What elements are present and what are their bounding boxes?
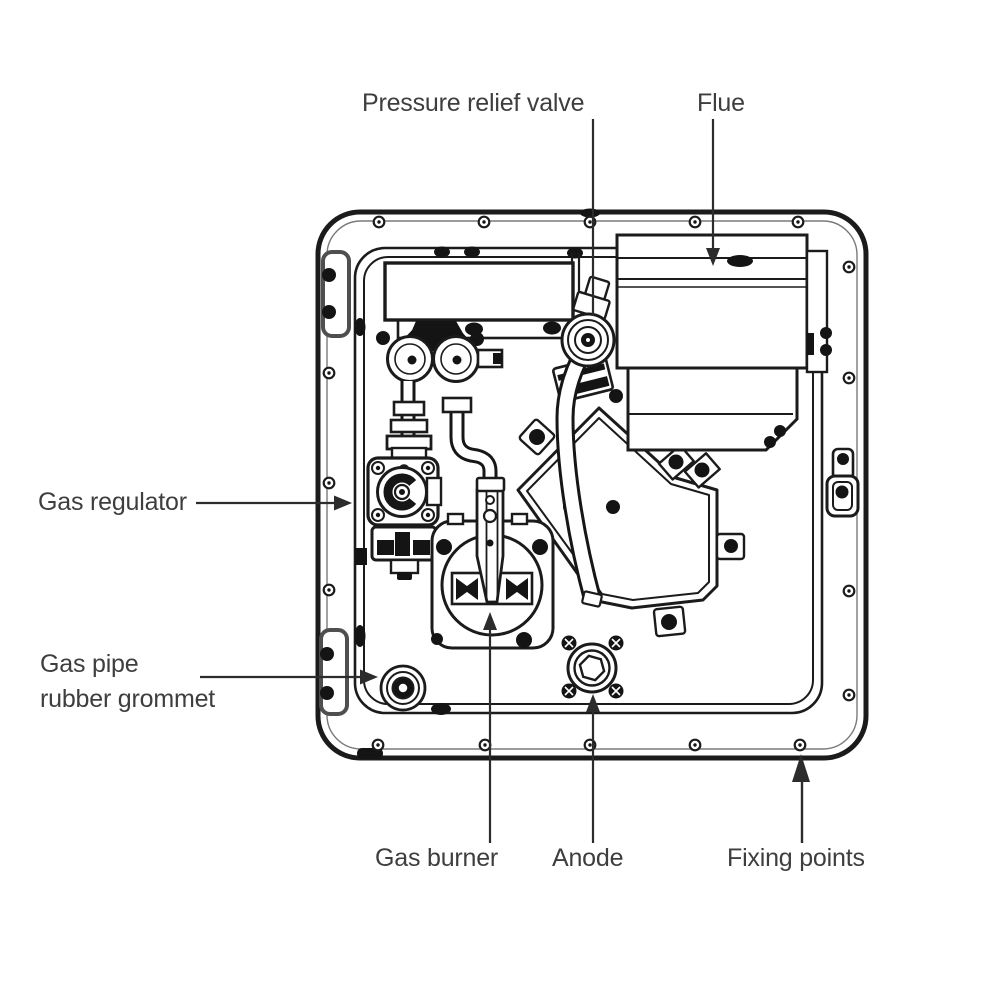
label-gas-pipe-line1: Gas pipe <box>40 650 139 678</box>
flue-part <box>609 233 832 452</box>
pressure-relief-valve-part <box>552 275 616 608</box>
label-fixing-points: Fixing points <box>727 844 865 872</box>
fixing-bracket-right <box>825 447 860 518</box>
gas-pipes <box>385 381 498 486</box>
gas-burner-leader <box>483 612 497 843</box>
fixing-points-leader <box>792 754 810 843</box>
gas-valves <box>376 321 504 383</box>
leader-lines <box>196 119 810 843</box>
anode-leader <box>586 694 600 843</box>
flue-leader <box>706 119 720 266</box>
label-gas-burner: Gas burner <box>375 844 499 872</box>
label-pressure-relief-valve: Pressure relief valve <box>362 89 585 117</box>
anode-part <box>560 634 625 700</box>
grommet-part <box>379 664 427 712</box>
gas-regulator-leader <box>196 495 352 511</box>
control-box <box>383 261 575 340</box>
grommet-leader <box>200 669 378 685</box>
fixing-bracket-left-top <box>321 250 351 338</box>
label-flue: Flue <box>697 89 745 117</box>
label-gas-regulator: Gas regulator <box>38 488 187 516</box>
gas-regulator-part <box>366 446 443 580</box>
label-gas-pipe-rubber-grommet: Gas pipe rubber grommet <box>40 647 215 717</box>
fixing-bracket-left-bottom <box>319 628 349 716</box>
gas-burner-part <box>430 476 555 650</box>
label-anode: Anode <box>552 844 624 872</box>
label-gas-pipe-line2: rubber grommet <box>40 685 216 713</box>
